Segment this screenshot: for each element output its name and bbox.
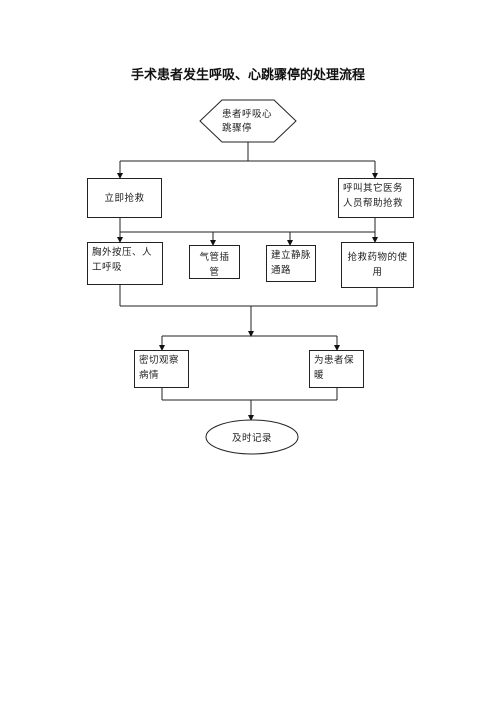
node-drugs: 抢救药物的使用 (341, 242, 414, 288)
start-hexagon (199, 99, 297, 143)
flowchart-title: 手术患者发生呼吸、心跳骤停的处理流程 (130, 68, 365, 83)
node-observe: 密切观察病情 (134, 350, 189, 388)
node-iv-access: 建立静脉通路 (266, 245, 316, 282)
node-start: 患者呼吸心跳骤停 (222, 109, 273, 134)
node-immediate-rescue: 立即抢救 (87, 178, 162, 218)
end-oval (205, 419, 299, 455)
node-call-help: 呼叫其它医务人员帮助抢救 (338, 178, 414, 218)
node-record: 及时记录 (231, 433, 272, 444)
node-keep-warm: 为患者保暖 (309, 350, 364, 388)
node-chest-compression: 胸外按压、人工呼吸 (87, 242, 163, 285)
node-intubation: 气管插管 (189, 245, 240, 279)
